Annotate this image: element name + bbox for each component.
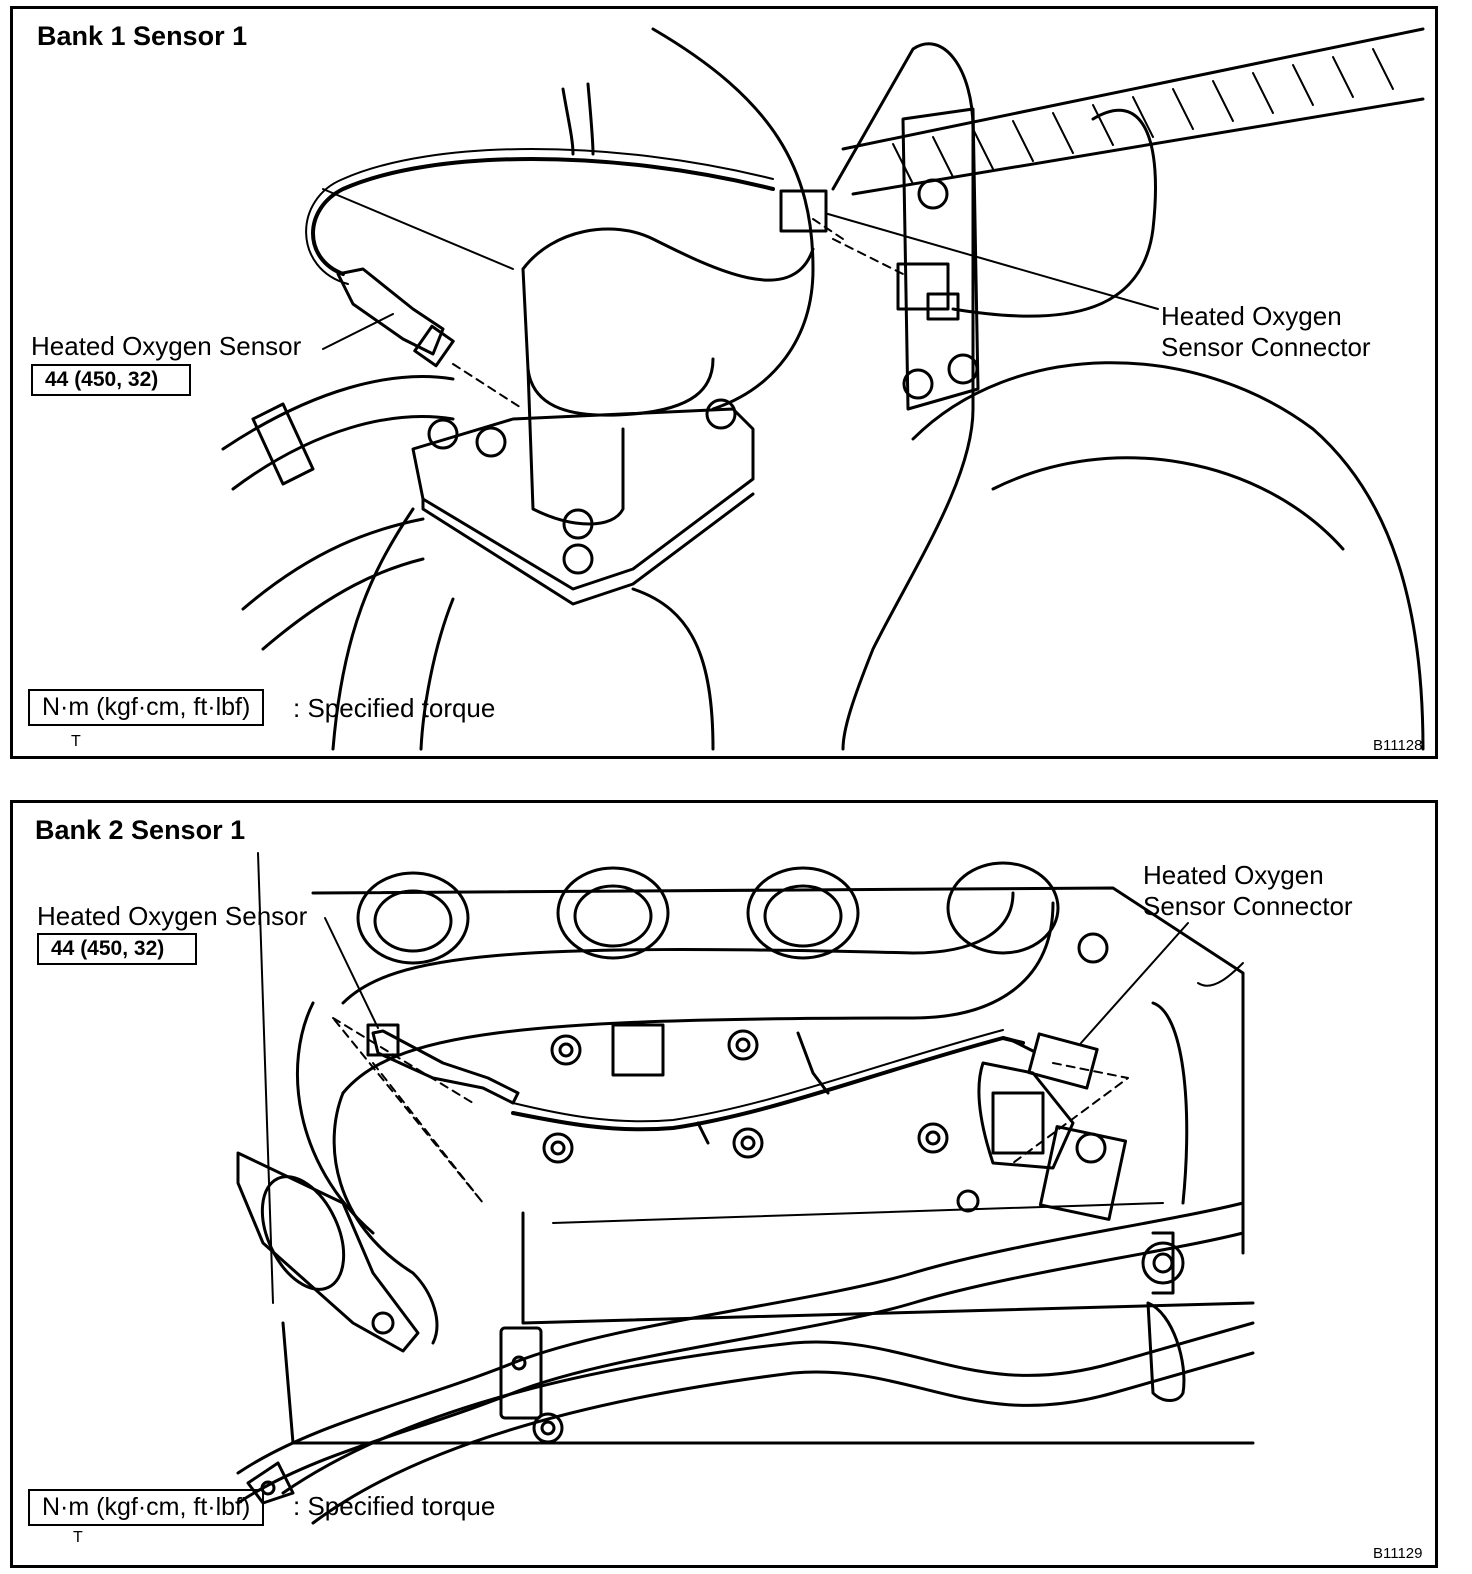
- torque-units-legend: N·m (kgf·cm, ft·lbf): [28, 689, 265, 726]
- panel-title: Bank 1 Sensor 1: [37, 21, 248, 51]
- legend-torque-mark: T: [71, 733, 81, 750]
- legend-description: : Specified torque: [293, 1491, 496, 1521]
- connector-label-line2: Sensor Connector: [1143, 891, 1353, 921]
- sensor-label: Heated Oxygen Sensor: [31, 331, 302, 361]
- torque-value: 44 (450, 32): [37, 933, 197, 965]
- legend-torque-mark: T: [73, 1529, 83, 1546]
- connector-label-line1: Heated Oxygen: [1161, 301, 1342, 331]
- panel-title: Bank 2 Sensor 1: [35, 815, 246, 845]
- connector-label-line1: Heated Oxygen: [1143, 860, 1324, 890]
- connector-label-line2: Sensor Connector: [1161, 332, 1371, 362]
- legend-description: : Specified torque: [293, 693, 496, 723]
- figure-code: B11128: [1373, 737, 1423, 754]
- diagram-panel-bank1: Bank 1 Sensor 1 Heated Oxygen Sensor 44 …: [10, 6, 1438, 759]
- engine-illustration-bank1: [221, 27, 1425, 751]
- sensor-label: Heated Oxygen Sensor: [37, 901, 308, 931]
- engine-illustration-bank2: [236, 852, 1255, 1525]
- torque-units-legend: N·m (kgf·cm, ft·lbf): [28, 1489, 265, 1526]
- torque-value: 44 (450, 32): [31, 364, 191, 396]
- figure-code: B11129: [1373, 1545, 1423, 1562]
- diagram-panel-bank2: Bank 2 Sensor 1 Heated Oxygen Sensor 44 …: [10, 800, 1438, 1568]
